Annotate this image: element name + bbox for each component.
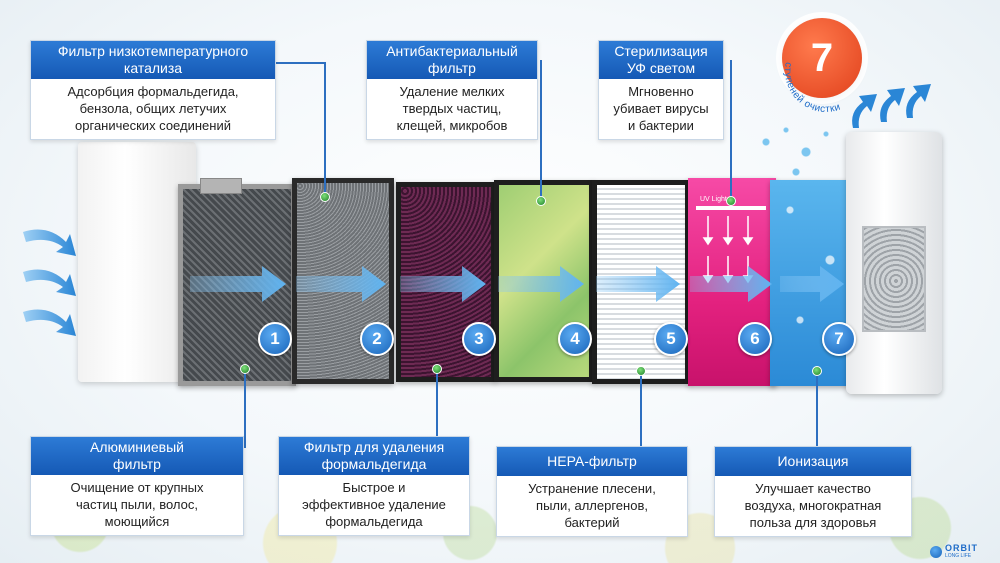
leader-line-ionization-v xyxy=(816,372,818,448)
callout-title: Антибактериальный фильтр xyxy=(367,41,537,79)
stages-badge-arc-text: ступеней очистки xyxy=(782,61,842,115)
desc-line: польза для здоровья xyxy=(749,515,877,530)
title-line: HEPA-фильтр xyxy=(547,453,637,469)
brand-logo: ORBIT LONG LIFE xyxy=(930,544,978,560)
callout-title: HEPA-фильтр xyxy=(497,447,687,476)
callout-desc: Мгновенно убивает вирусы и бактерии xyxy=(599,79,723,139)
uv-light-label: UV Light xyxy=(700,196,727,203)
desc-line: Очищение от крупных xyxy=(70,480,204,495)
leader-line-antibacterial-v xyxy=(540,60,542,200)
leader-dot-uv xyxy=(726,196,736,206)
callout-aluminum: Алюминиевый фильтр Очищение от крупных ч… xyxy=(30,436,244,536)
callout-title: Фильтр для удаления формальдегида xyxy=(279,437,469,475)
title-line: Стерилизация xyxy=(614,43,708,59)
brand-logo-icon xyxy=(930,546,942,558)
callout-desc: Адсорбция формальдегида, бензола, общих … xyxy=(31,79,275,139)
callout-title: Фильтр низкотемпературного катализа xyxy=(31,41,275,79)
filter-number-4: 4 xyxy=(558,322,592,356)
desc-line: воздуха, многократная xyxy=(744,498,882,513)
desc-line: моющийся xyxy=(104,514,170,529)
leader-line-aluminum-v xyxy=(244,370,246,448)
svg-text:ступеней очистки: ступеней очистки xyxy=(782,61,842,115)
callout-antibacterial: Антибактериальный фильтр Удаление мелких… xyxy=(366,40,538,140)
filter-number-2: 2 xyxy=(360,322,394,356)
desc-line: частиц пыли, волос, xyxy=(75,497,198,512)
leader-dot-antibacterial xyxy=(536,196,546,206)
droplets-decoration xyxy=(756,122,836,182)
callout-desc: Очищение от крупных частиц пыли, волос, … xyxy=(31,475,243,535)
title-line: Фильтр для удаления xyxy=(303,439,445,455)
stages-badge: 7 xyxy=(782,18,862,98)
desc-line: Улучшает качество xyxy=(755,481,871,496)
leader-dot-aluminum xyxy=(240,364,250,374)
clean-air-output-arrows-icon xyxy=(852,84,931,128)
leader-line-formaldehyde-v xyxy=(436,370,438,448)
filter-number-1: 1 xyxy=(258,322,292,356)
airflow-arrows xyxy=(190,266,844,302)
title-line: Фильтр низкотемпературного xyxy=(57,43,249,59)
leader-line-catalysis-v xyxy=(324,62,326,196)
title-line: УФ светом xyxy=(626,60,696,76)
leader-line-catalysis xyxy=(276,62,326,64)
callout-desc: Устранение плесени, пыли, аллергенов, ба… xyxy=(497,476,687,536)
leader-dot-catalysis xyxy=(320,192,330,202)
brand-tagline: LONG LIFE xyxy=(945,553,972,559)
filter-number-6: 6 xyxy=(738,322,772,356)
desc-line: Адсорбция формальдегида, xyxy=(67,84,239,99)
callout-title: Ионизация xyxy=(715,447,911,476)
title-line: формальдегида xyxy=(321,456,427,472)
desc-line: пыли, аллергенов, xyxy=(536,498,648,513)
stages-badge-label: ступеней очистки xyxy=(782,61,842,115)
desc-line: Устранение плесени, xyxy=(528,481,656,496)
desc-line: убивает вирусы xyxy=(613,101,709,116)
brand-name: ORBIT xyxy=(945,543,978,553)
leader-line-hepa-v xyxy=(640,372,642,448)
callout-ionization: Ионизация Улучшает качество воздуха, мно… xyxy=(714,446,912,537)
title-line: Алюминиевый xyxy=(90,439,184,455)
stages-badge-number: 7 xyxy=(810,36,834,80)
desc-line: Быстрое и xyxy=(342,480,406,495)
callout-desc: Удаление мелких твердых частиц, клещей, … xyxy=(367,79,537,139)
filter-number-3: 3 xyxy=(462,322,496,356)
callout-desc: Быстрое и эффективное удаление формальде… xyxy=(279,475,469,535)
desc-line: твердых частиц, xyxy=(402,101,502,116)
title-line: Ионизация xyxy=(777,453,849,469)
callout-title: Алюминиевый фильтр xyxy=(31,437,243,475)
purifier-fan-grille xyxy=(862,226,926,332)
leader-dot-ionization xyxy=(812,366,822,376)
filter-number-5: 5 xyxy=(654,322,688,356)
desc-line: бензола, общих летучих xyxy=(79,101,227,116)
callout-desc: Улучшает качество воздуха, многократная … xyxy=(715,476,911,536)
desc-line: Мгновенно xyxy=(628,84,694,99)
leader-dot-formaldehyde xyxy=(432,364,442,374)
callout-formaldehyde: Фильтр для удаления формальдегида Быстро… xyxy=(278,436,470,536)
desc-line: бактерий xyxy=(564,515,620,530)
callout-uv: Стерилизация УФ светом Мгновенно убивает… xyxy=(598,40,724,140)
title-line: фильтр xyxy=(113,456,161,472)
callout-low-temp-catalysis: Фильтр низкотемпературного катализа Адсо… xyxy=(30,40,276,140)
desc-line: эффективное удаление xyxy=(302,497,446,512)
filter-aluminum-handle xyxy=(200,178,242,194)
prefilter-foam xyxy=(78,142,196,382)
desc-line: органических соединений xyxy=(75,118,231,133)
title-line: катализа xyxy=(123,60,183,76)
title-line: Антибактериальный xyxy=(386,43,518,59)
air-intake-arrows-icon xyxy=(23,229,76,336)
desc-line: Удаление мелких xyxy=(399,84,505,99)
leader-dot-hepa xyxy=(636,366,646,376)
leader-line-uv-v xyxy=(730,60,732,200)
desc-line: клещей, микробов xyxy=(396,118,508,133)
callout-title: Стерилизация УФ светом xyxy=(599,41,723,79)
desc-line: формальдегида xyxy=(325,514,423,529)
title-line: фильтр xyxy=(428,60,476,76)
callout-hepa: HEPA-фильтр Устранение плесени, пыли, ал… xyxy=(496,446,688,537)
desc-line: и бактерии xyxy=(628,118,694,133)
filter-number-7: 7 xyxy=(822,322,856,356)
